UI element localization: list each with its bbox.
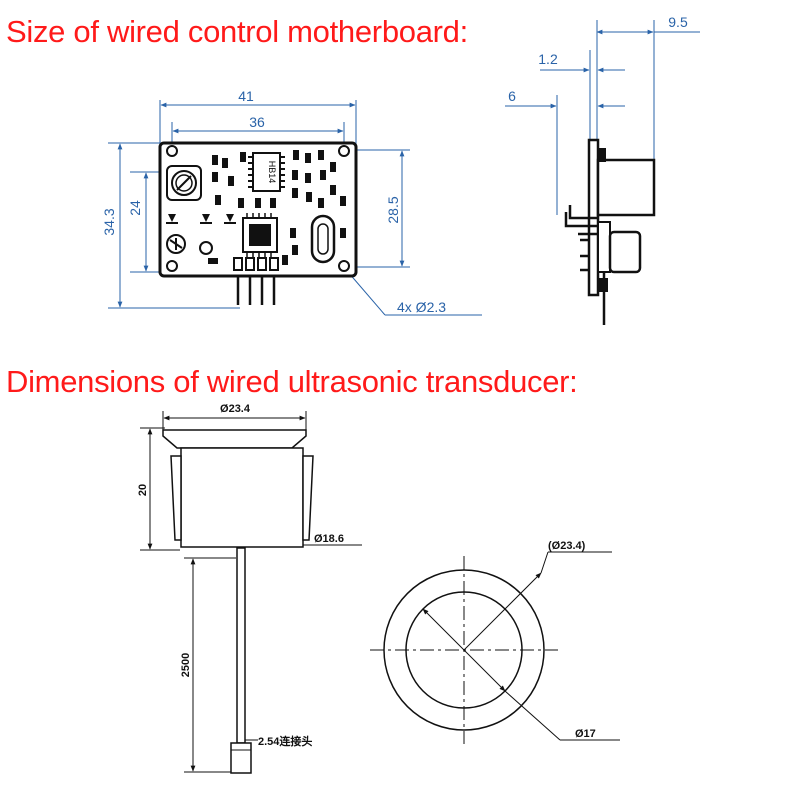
crystal — [310, 214, 336, 264]
board-width-outer: 41 — [238, 88, 254, 104]
transducer-top-view: (Ø23.4) Ø17 — [370, 540, 620, 744]
side-dim-left: 6 — [508, 88, 516, 104]
transducer-cable-length: 2500 — [180, 653, 192, 677]
smd-components — [208, 150, 346, 265]
top-view-inner-diameter: Ø17 — [575, 728, 596, 740]
board-hole-callout: 4x Ø2.3 — [397, 299, 446, 315]
top-view-outer-diameter: (Ø23.4) — [548, 540, 586, 552]
transducer-body-diameter: Ø18.6 — [314, 533, 344, 545]
chip-marking: HB14 — [267, 161, 277, 184]
transducer-side-view: Ø23.4 20 Ø18.6 2500 2.54连接头 — [137, 403, 362, 774]
diodes — [166, 214, 236, 224]
side-dim-top: 9.5 — [668, 14, 688, 30]
mount-hole-tr — [338, 145, 350, 157]
mount-hole-br — [338, 260, 350, 272]
board-side-view: 9.5 1.2 6 — [505, 14, 700, 325]
transducer-height: 20 — [137, 484, 149, 496]
header-pins — [233, 257, 279, 305]
board-height-inner: 24 — [127, 200, 143, 216]
transducer-top-diameter: Ø23.4 — [220, 403, 251, 415]
motherboard-heading: Size of wired control motherboard: — [6, 14, 468, 49]
board-height-holes: 28.5 — [385, 196, 401, 223]
mount-hole-tl — [166, 145, 178, 157]
board-width-holes: 36 — [249, 114, 265, 130]
transducer-connector: 2.54连接头 — [258, 734, 312, 748]
board-height-outer: 34.3 — [101, 208, 117, 235]
potentiometer — [166, 165, 202, 201]
board-front-view: 41 36 34.3 24 28.5 4x Ø2.3 — [101, 88, 482, 316]
inductor — [166, 234, 213, 255]
mount-hole-bl — [166, 260, 178, 272]
transducer-heading: Dimensions of wired ultrasonic transduce… — [6, 364, 578, 399]
ic-chip-main — [242, 213, 278, 257]
side-dim-mid: 1.2 — [538, 51, 558, 67]
ic-chip-top: HB14 — [248, 152, 285, 192]
